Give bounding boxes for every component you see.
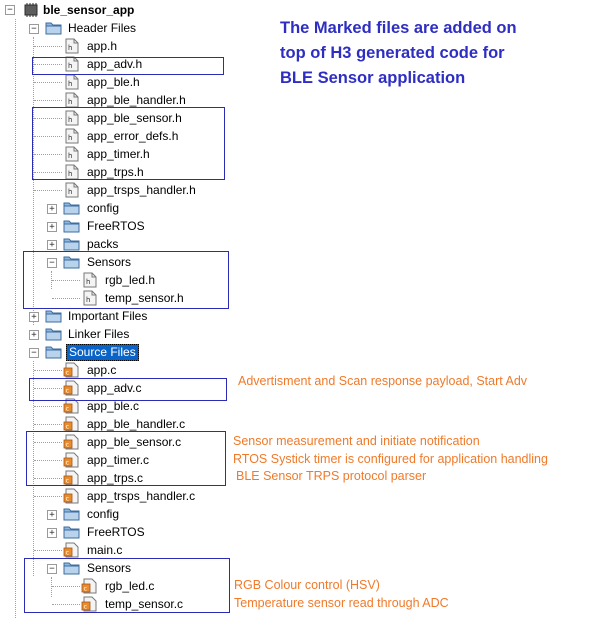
folder-icon bbox=[63, 218, 81, 234]
marker-box-header-sensors bbox=[23, 251, 229, 309]
file-label: app_ble.c bbox=[87, 399, 140, 413]
c-file-icon bbox=[63, 542, 81, 558]
h-file-icon bbox=[63, 92, 81, 108]
annotation-sensor: Sensor measurement and initiate notifica… bbox=[233, 434, 480, 448]
folder-icon bbox=[45, 20, 63, 36]
marker-box-source-sensors bbox=[24, 558, 230, 613]
folder-icon bbox=[63, 236, 81, 252]
marker-box-app-adv-h bbox=[32, 57, 224, 75]
folder-label: Important Files bbox=[68, 309, 148, 323]
expand-toggle[interactable]: + bbox=[47, 204, 57, 214]
c-file-icon bbox=[63, 416, 81, 432]
annotation-timer: RTOS Systick timer is configured for app… bbox=[233, 452, 548, 466]
file-label: app_timer.h bbox=[87, 147, 150, 161]
file-label: temp_sensor.c bbox=[105, 597, 184, 611]
folder-label: Sensors bbox=[87, 561, 132, 575]
expand-toggle[interactable]: + bbox=[47, 222, 57, 232]
folder-icon bbox=[63, 506, 81, 522]
folder-icon bbox=[45, 326, 63, 342]
expand-toggle[interactable]: + bbox=[47, 528, 57, 538]
file-label: app_adv.h bbox=[87, 57, 143, 71]
expand-toggle[interactable]: + bbox=[29, 330, 39, 340]
marker-box-source-group bbox=[26, 431, 226, 486]
chip-icon bbox=[22, 2, 40, 18]
file-label: app_ble_handler.h bbox=[87, 93, 186, 107]
folder-label: config bbox=[87, 507, 120, 521]
expand-toggle[interactable]: + bbox=[47, 510, 57, 520]
annotation-rgb: RGB Colour control (HSV) bbox=[234, 578, 380, 592]
heading-line: top of H3 generated code for bbox=[280, 44, 505, 62]
file-label: app_adv.c bbox=[87, 381, 142, 395]
annotation-temp: Temperature sensor read through ADC bbox=[234, 596, 449, 610]
folder-label: packs bbox=[87, 237, 119, 251]
collapse-toggle[interactable]: − bbox=[29, 24, 39, 34]
file-label: app_error_defs.h bbox=[87, 129, 179, 143]
h-file-icon bbox=[63, 74, 81, 90]
file-label: app_ble_sensor.h bbox=[87, 111, 182, 125]
file-label: main.c bbox=[87, 543, 123, 557]
folder-label: FreeRTOS bbox=[87, 219, 145, 233]
collapse-toggle[interactable]: − bbox=[47, 258, 57, 268]
c-file-icon bbox=[63, 488, 81, 504]
annotation-adv: Advertisment and Scan response payload, … bbox=[238, 374, 528, 388]
file-label: rgb_led.h bbox=[105, 273, 156, 287]
file-label: app_ble.h bbox=[87, 75, 140, 89]
file-label: app.h bbox=[87, 39, 118, 53]
file-label: app.c bbox=[87, 363, 117, 377]
c-file-icon bbox=[63, 362, 81, 378]
folder-icon bbox=[63, 200, 81, 216]
file-label: app_trps.h bbox=[87, 165, 144, 179]
folder-icon bbox=[45, 308, 63, 324]
file-label: app_trsps_handler.c bbox=[87, 489, 196, 503]
h-file-icon bbox=[63, 182, 81, 198]
file-label: app_ble_handler.c bbox=[87, 417, 186, 431]
collapse-toggle[interactable]: − bbox=[47, 564, 57, 574]
folder-label-selected: Source Files bbox=[66, 344, 139, 361]
project-name: ble_sensor_app bbox=[43, 3, 135, 17]
file-label: app_timer.c bbox=[87, 453, 150, 467]
file-label: app_trsps_handler.h bbox=[87, 183, 196, 197]
file-label: rgb_led.c bbox=[105, 579, 155, 593]
marker-box-app-adv-c bbox=[29, 378, 227, 401]
file-label: app_ble_sensor.c bbox=[87, 435, 182, 449]
file-label: temp_sensor.h bbox=[105, 291, 184, 305]
collapse-toggle[interactable]: − bbox=[5, 5, 15, 15]
marked-files-heading: The Marked files are added on top of H3 … bbox=[280, 16, 517, 91]
folder-label: config bbox=[87, 201, 120, 215]
heading-line: BLE Sensor application bbox=[280, 69, 466, 87]
h-file-icon bbox=[63, 38, 81, 54]
folder-icon bbox=[45, 344, 63, 360]
collapse-toggle[interactable]: − bbox=[29, 348, 39, 358]
folder-label: Sensors bbox=[87, 255, 132, 269]
expand-toggle[interactable]: + bbox=[29, 312, 39, 322]
folder-icon bbox=[63, 524, 81, 540]
heading-line: The Marked files are added on bbox=[280, 19, 517, 37]
file-label: app_trps.c bbox=[87, 471, 144, 485]
expand-toggle[interactable]: + bbox=[47, 240, 57, 250]
folder-label: FreeRTOS bbox=[87, 525, 145, 539]
marker-box-header-group bbox=[32, 107, 225, 180]
folder-label: Header Files bbox=[68, 21, 137, 35]
annotation-trps: BLE Sensor TRPS protocol parser bbox=[236, 469, 427, 483]
folder-label: Linker Files bbox=[68, 327, 130, 341]
